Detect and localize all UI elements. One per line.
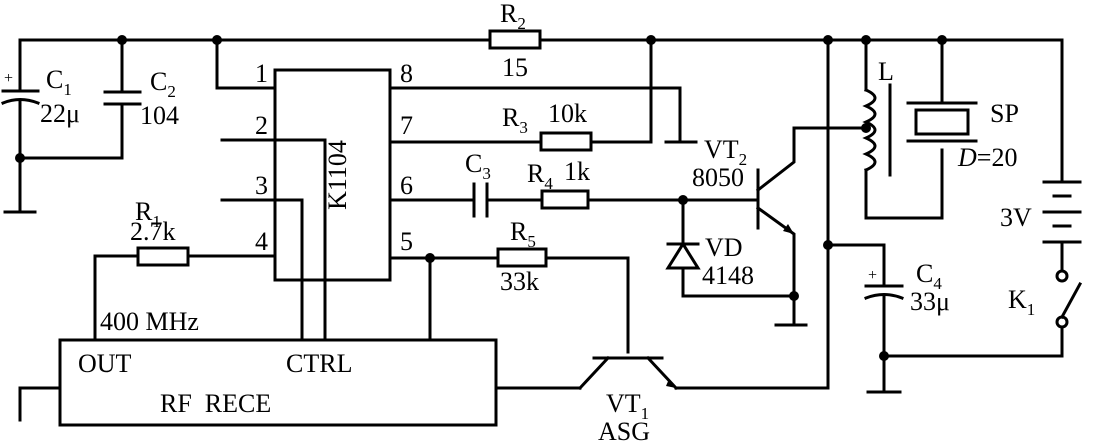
ic-k1104-body <box>273 68 392 282</box>
vt2-value: 8050 <box>692 163 744 192</box>
r3-resistor <box>539 131 593 152</box>
inductor-l <box>862 38 944 220</box>
ic-pin-1: 1 <box>255 59 268 88</box>
speaker-sp <box>906 38 978 143</box>
c1-label: C1 <box>46 65 72 99</box>
r1-resistor <box>136 246 190 267</box>
junction-dots <box>15 35 947 361</box>
battery-3v <box>1042 38 1082 272</box>
rf-out-label: OUT <box>78 349 132 378</box>
c3-capacitor <box>472 182 544 218</box>
rf-module-name: RF RECE <box>160 389 271 418</box>
r4-label: R4 <box>527 159 553 193</box>
vd-diode <box>665 198 796 298</box>
vt1-label: VT1 <box>606 389 649 423</box>
ic-pin-5: 5 <box>400 227 413 256</box>
vt1-transistor <box>577 38 830 391</box>
r1-value: 2.7k <box>130 217 176 246</box>
rf-receiver-box <box>58 338 498 427</box>
ic-pin-4: 4 <box>255 227 268 256</box>
c1-value: 22μ <box>40 99 80 128</box>
speaker-label: SP <box>990 99 1019 128</box>
r4-resistor <box>540 189 590 210</box>
c2-capacitor <box>18 38 142 160</box>
inductor-label: L <box>878 57 894 86</box>
vt2-transistor <box>755 126 868 327</box>
c4-polarity: + <box>868 267 877 284</box>
vd-label: VD <box>705 233 743 262</box>
c1-capacitor <box>1 38 40 214</box>
ic-pin-6: 6 <box>400 171 413 200</box>
r4-value: 1k <box>564 157 590 186</box>
c2-value: 104 <box>140 101 179 130</box>
r3-value: 10k <box>548 99 587 128</box>
c4-value: 33μ <box>910 287 950 316</box>
r2-value: 15 <box>502 53 528 82</box>
vt1-value: ASG <box>598 417 650 446</box>
c3-label: C3 <box>465 149 491 183</box>
c1-polarity: + <box>4 70 13 87</box>
vt2-label: VT2 <box>704 135 747 169</box>
ic-pin-leads <box>186 38 698 260</box>
c2-label: C2 <box>150 67 176 101</box>
speaker-d-param: D=20 <box>957 143 1017 172</box>
ic-pin-7: 7 <box>400 111 413 140</box>
r5-value: 33k <box>500 267 539 296</box>
r5-resistor <box>496 247 548 268</box>
ic-pin-8: 8 <box>400 59 413 88</box>
vd-value: 4148 <box>702 261 754 290</box>
r5-label: R5 <box>510 217 536 251</box>
ic-pin-3: 3 <box>255 171 268 200</box>
r1-label: R1 <box>135 197 161 231</box>
r3-label: R3 <box>502 103 528 137</box>
c4-capacitor <box>826 243 904 394</box>
r2-label: R2 <box>500 0 526 33</box>
ic-k1104-label: K1104 <box>323 140 352 210</box>
rf-freq-label: 400 MHz <box>100 307 199 336</box>
rf-ctrl-label: CTRL <box>286 349 352 378</box>
r2-resistor <box>488 29 542 50</box>
battery-value: 3V <box>1000 203 1032 232</box>
ic-pin-2: 2 <box>255 111 268 140</box>
switch-k1 <box>882 269 1083 358</box>
switch-label: K1 <box>1008 285 1035 319</box>
c4-label: C4 <box>916 259 942 293</box>
